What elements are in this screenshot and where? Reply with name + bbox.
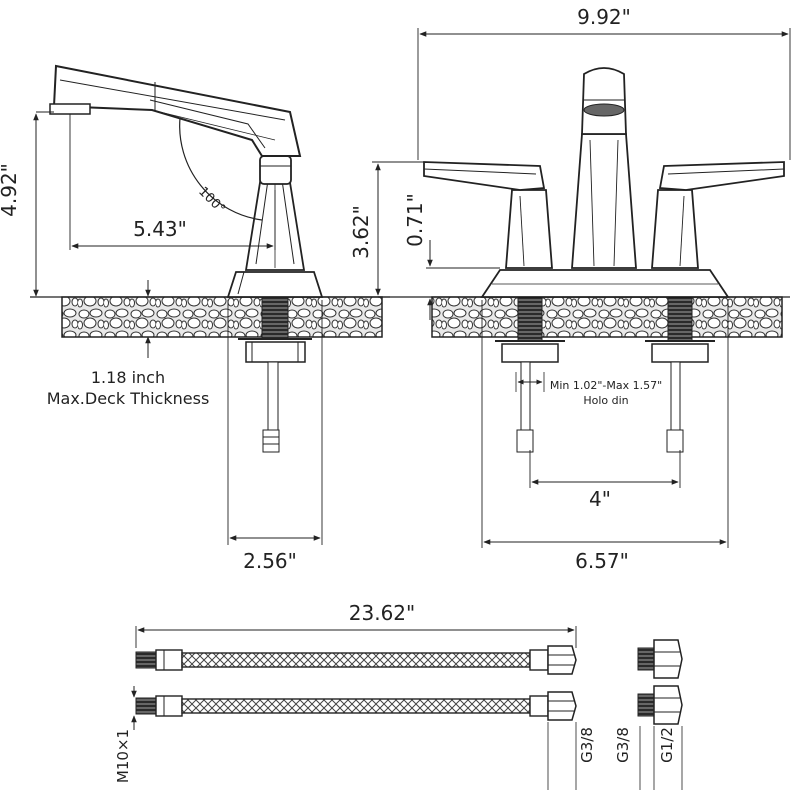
deck-thickness-line1: 1.18 inch — [91, 368, 165, 387]
hole-diameter-line2: Holo din — [583, 394, 628, 407]
front-right-handle-body — [651, 189, 699, 269]
front-base-plate — [480, 269, 730, 298]
hoses-section: 23.62" M10×1 G3/8 — [114, 601, 683, 790]
lower-adapter-nut — [653, 685, 683, 725]
side-reach-label: 5.43" — [133, 217, 187, 241]
deck-thickness-line2: Max.Deck Thickness — [47, 389, 210, 408]
hole-diameter-line1: Min 1.02"-Max 1.57" — [550, 379, 662, 392]
lower-hose-braid — [181, 698, 531, 714]
front-right-lever — [658, 161, 785, 191]
front-spout-body — [571, 133, 637, 269]
lower-adapter-thread — [637, 693, 655, 717]
upper-adapter-thread — [637, 647, 655, 671]
side-base-width-label: 2.56" — [243, 549, 297, 573]
side-height-label: 4.92" — [0, 163, 21, 217]
upper-hose-tip — [135, 651, 157, 669]
lower-hose-nut — [547, 691, 577, 721]
side-spout — [52, 64, 302, 157]
upper-hose-braid — [181, 652, 531, 668]
side-view: 100° 4.92" 5.43" 1.18 inch Max.Deck Thic… — [0, 64, 390, 573]
side-mount-nut — [245, 341, 306, 363]
front-right-nut — [651, 343, 709, 363]
front-spout-head — [581, 67, 627, 135]
front-left-handle-body — [505, 189, 553, 269]
thread-g12-label: G1/2 — [658, 727, 676, 763]
front-height-label: 3.62" — [349, 205, 373, 259]
side-handle-cap — [259, 155, 292, 185]
side-faucet-base — [226, 271, 324, 298]
upper-adapter-nut — [653, 639, 683, 679]
front-deck — [431, 296, 783, 338]
front-view: 9.92" 3.62" 0.71" Min 1.02"-Max 1.57" Ho… — [349, 5, 791, 573]
front-left-lever — [423, 161, 546, 191]
side-angle-label: 100° — [195, 184, 228, 217]
side-aerator — [49, 103, 91, 115]
thread-g38-hose-label: G3/8 — [578, 727, 596, 763]
thread-m10-label: M10×1 — [114, 729, 132, 783]
front-right-shank — [667, 296, 693, 342]
side-supply-pipe — [267, 361, 279, 433]
front-base-width-label: 6.57" — [575, 549, 629, 573]
hose-length-label: 23.62" — [349, 601, 415, 625]
front-base-height-label: 0.71" — [403, 193, 427, 247]
thread-g38-adapter-label: G3/8 — [614, 727, 632, 763]
side-shank-thread — [261, 296, 289, 340]
front-aerator — [583, 103, 625, 117]
upper-hose-nut — [547, 645, 577, 675]
center-spacing-label: 4" — [589, 487, 611, 511]
front-left-nut — [501, 343, 559, 363]
lower-hose-tip — [135, 697, 157, 715]
front-width-label: 9.92" — [577, 5, 631, 29]
front-left-shank — [517, 296, 543, 342]
side-deck — [61, 296, 383, 338]
